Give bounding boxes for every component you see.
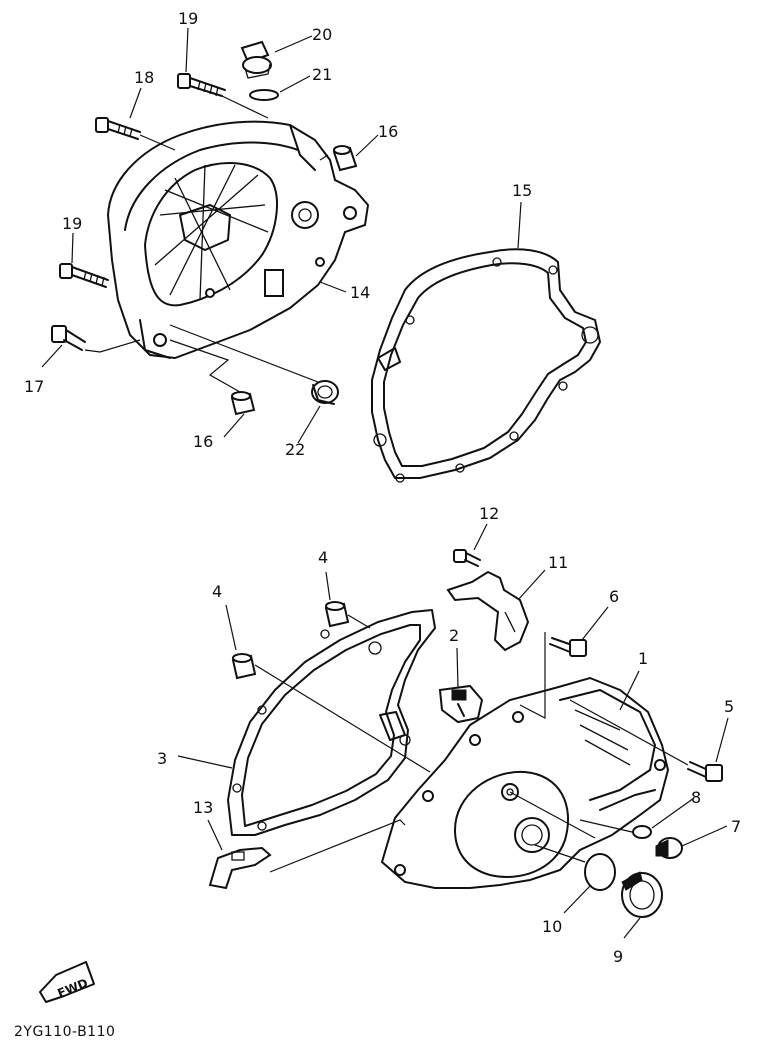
bolt-18 [95,117,141,140]
drawing-code: 2YG110-B110 [14,1024,116,1040]
callout-numbers: 1 2 3 4 4 5 6 7 8 9 10 11 12 13 14 15 16… [24,9,741,966]
oil-seal-22 [311,380,339,405]
callout-12: 12 [479,504,499,523]
callout-6: 6 [609,587,619,606]
callout-10: 10 [542,917,562,936]
neutral-switch-2 [438,684,484,724]
callout-8: 8 [691,788,701,807]
plug-7 [655,837,683,859]
callout-16-bottom: 16 [193,432,213,451]
screw-12 [453,549,481,567]
bolt-5 [687,761,723,782]
dowel-16-bottom [230,391,256,416]
o-ring-21 [249,89,279,101]
o-ring-8 [632,825,652,839]
callout-5: 5 [724,697,734,716]
plug-9 [621,871,663,918]
callout-19-top: 19 [178,9,198,28]
callout-16-top: 16 [378,122,398,141]
bracket-11 [446,570,530,652]
gasket-3 [227,609,436,836]
o-ring-10 [584,853,616,891]
bolt-19-top [177,73,226,97]
callout-19-left: 19 [62,214,82,233]
callout-17: 17 [24,377,44,396]
callout-18: 18 [134,68,154,87]
gasket-15 [371,248,601,483]
callout-2: 2 [449,626,459,645]
callout-3: 3 [157,749,167,768]
callout-14: 14 [350,283,370,302]
dowel-4-upper [324,601,350,628]
callout-7: 7 [731,817,741,836]
callout-4-lower: 4 [212,582,222,601]
callout-13: 13 [193,798,213,817]
fwd-label: FWD [56,976,90,1001]
lower-assembly-lines [254,614,689,873]
bolt-17 [51,325,86,351]
dowel-4-lower [231,653,257,680]
callout-9: 9 [613,947,623,966]
bolt-6 [549,637,587,657]
crankcase-cover-14 [106,120,370,360]
callout-leaders [41,27,729,939]
callout-1: 1 [638,649,648,668]
oil-cap-20 [240,40,272,79]
upper-assembly-lines [84,95,329,393]
callout-15: 15 [512,181,532,200]
bracket-13 [208,846,272,890]
crankcase-cover-1 [380,676,670,889]
callout-21: 21 [312,65,332,84]
callout-22: 22 [285,440,305,459]
dowel-16-top [332,145,358,172]
callout-11: 11 [548,553,568,572]
bolt-19-left [59,263,109,288]
fwd-arrow: FWD [39,961,95,1003]
callout-20: 20 [312,25,332,44]
callout-4-upper: 4 [318,548,328,567]
